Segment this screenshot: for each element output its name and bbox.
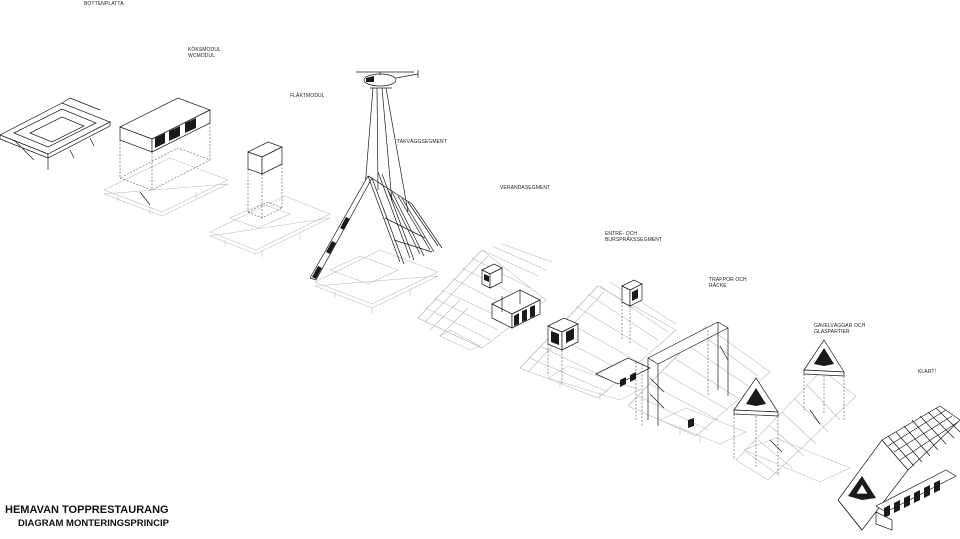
step-5-verandasegment [417,243,553,351]
label-entre-bursprak: ENTRÉ- OCH BURSPRÅKSSEGMENT [605,231,662,243]
label-entre-line1: ENTRÉ- OCH [605,231,638,237]
diagram-subtitle: DIAGRAM MONTERINGSPRINCIP [18,518,169,529]
diagram-title: HEMAVAN TOPPRESTAURANG [5,504,169,516]
label-gavel-line2: GLASPARTIER [814,329,850,335]
label-wcmodul-text: WCMODUL [188,53,216,59]
step-7-trappor-racke [627,321,771,445]
label-koksmodul-text: KÖKSMODUL [188,47,221,53]
step-9-klart [837,405,960,531]
label-flaktmodul-text: FLÄKTMODUL [290,93,325,99]
label-verandasegment: VERANDASEGMENT [500,185,550,191]
label-trappor-line1: TRAPPOR OCH [709,277,747,283]
label-gavelvaggar: GAVELVÄGGAR OCH GLASPARTIER [814,323,865,335]
step-4-takvaggsegment [309,70,443,314]
label-klart-text: KLART! [918,369,937,375]
step-2-koksmodul [103,97,229,217]
step-1-bottenplatta [0,97,111,170]
step-8-gavelvaggar-glaspartier [733,339,857,483]
label-koksmodul: KÖKSMODUL WCMODUL [188,47,221,59]
label-trappor-line2: RÄCKE [709,283,727,289]
label-flaktmodul: FLÄKTMODUL [290,93,325,99]
label-gavel-line1: GAVELVÄGGAR OCH [814,323,866,329]
label-klart: KLART! [918,369,936,375]
label-bottenplatta: BOTTENPLATTA [84,1,124,7]
label-takvaggsegment: TAKVÄGGSEGMENT [397,139,447,145]
step-3-flaktmodul [208,141,331,257]
label-verandasegment-text: VERANDASEGMENT [500,185,551,191]
step-6-entre-bursprak [519,279,677,401]
label-takvaggsegment-text: TAKVÄGGSEGMENT [397,139,447,145]
label-trappor-racke: TRAPPOR OCH RÄCKE [709,277,747,289]
label-entre-line2: BURSPRÅKSSEGMENT [605,237,663,243]
helicopter-icon [356,70,419,89]
label-bottenplatta-text: BOTTENPLATTA [84,1,124,7]
